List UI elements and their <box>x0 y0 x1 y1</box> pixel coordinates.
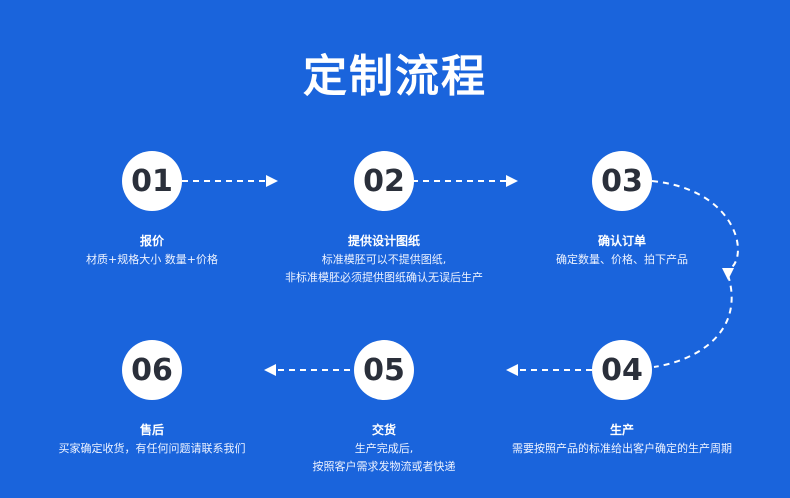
step-description: 买家确定收货，有任何问题请联系我们 <box>22 440 282 458</box>
step-description-line: 材质+规格大小 数量+价格 <box>86 253 218 266</box>
step-01: 01 报价 材质+规格大小 数量+价格 <box>22 151 282 269</box>
step-title: 确认订单 <box>597 234 646 248</box>
step-03: 03 确认订单 确定数量、价格、拍下产品 <box>492 151 752 269</box>
step-04: 04 生产 需要按照产品的标准给出客户确定的生产周期 <box>492 340 752 458</box>
step-05: 05 交货 生产完成后, 按照客户需求发物流或者快递 <box>254 340 514 476</box>
step-description-line: 生产完成后, <box>354 442 414 455</box>
step-description: 确定数量、价格、拍下产品 <box>492 251 752 269</box>
step-number-circle: 01 <box>122 151 182 211</box>
step-title: 提供设计图纸 <box>347 234 420 248</box>
step-description-line: 买家确定收货，有任何问题请联系我们 <box>58 442 246 455</box>
step-description-line: 按照客户需求发物流或者快递 <box>312 460 456 473</box>
step-number-circle: 02 <box>354 151 414 211</box>
step-description-line: 需要按照产品的标准给出客户确定的生产周期 <box>512 442 732 455</box>
step-number-circle: 04 <box>592 340 652 400</box>
step-title: 交货 <box>371 423 396 437</box>
step-description: 标准模胚可以不提供图纸, 非标准模胚必须提供图纸确认无误后生产 <box>254 251 514 287</box>
step-number-circle: 05 <box>354 340 414 400</box>
step-number-circle: 06 <box>122 340 182 400</box>
step-title: 售后 <box>139 423 164 437</box>
step-description-line: 确定数量、价格、拍下产品 <box>556 253 688 266</box>
step-title: 生产 <box>609 423 634 437</box>
step-number-circle: 03 <box>592 151 652 211</box>
step-description: 生产完成后, 按照客户需求发物流或者快递 <box>254 440 514 476</box>
step-title: 报价 <box>139 234 164 248</box>
step-06: 06 售后 买家确定收货，有任何问题请联系我们 <box>22 340 282 458</box>
arrow-head-03-04 <box>722 268 734 280</box>
step-description: 需要按照产品的标准给出客户确定的生产周期 <box>492 440 752 458</box>
step-description: 材质+规格大小 数量+价格 <box>22 251 282 269</box>
step-description-line: 标准模胚可以不提供图纸, <box>321 253 447 266</box>
step-02: 02 提供设计图纸 标准模胚可以不提供图纸, 非标准模胚必须提供图纸确认无误后生… <box>254 151 514 287</box>
page-title: 定制流程 <box>303 51 487 102</box>
step-description-line: 非标准模胚必须提供图纸确认无误后生产 <box>285 271 483 284</box>
